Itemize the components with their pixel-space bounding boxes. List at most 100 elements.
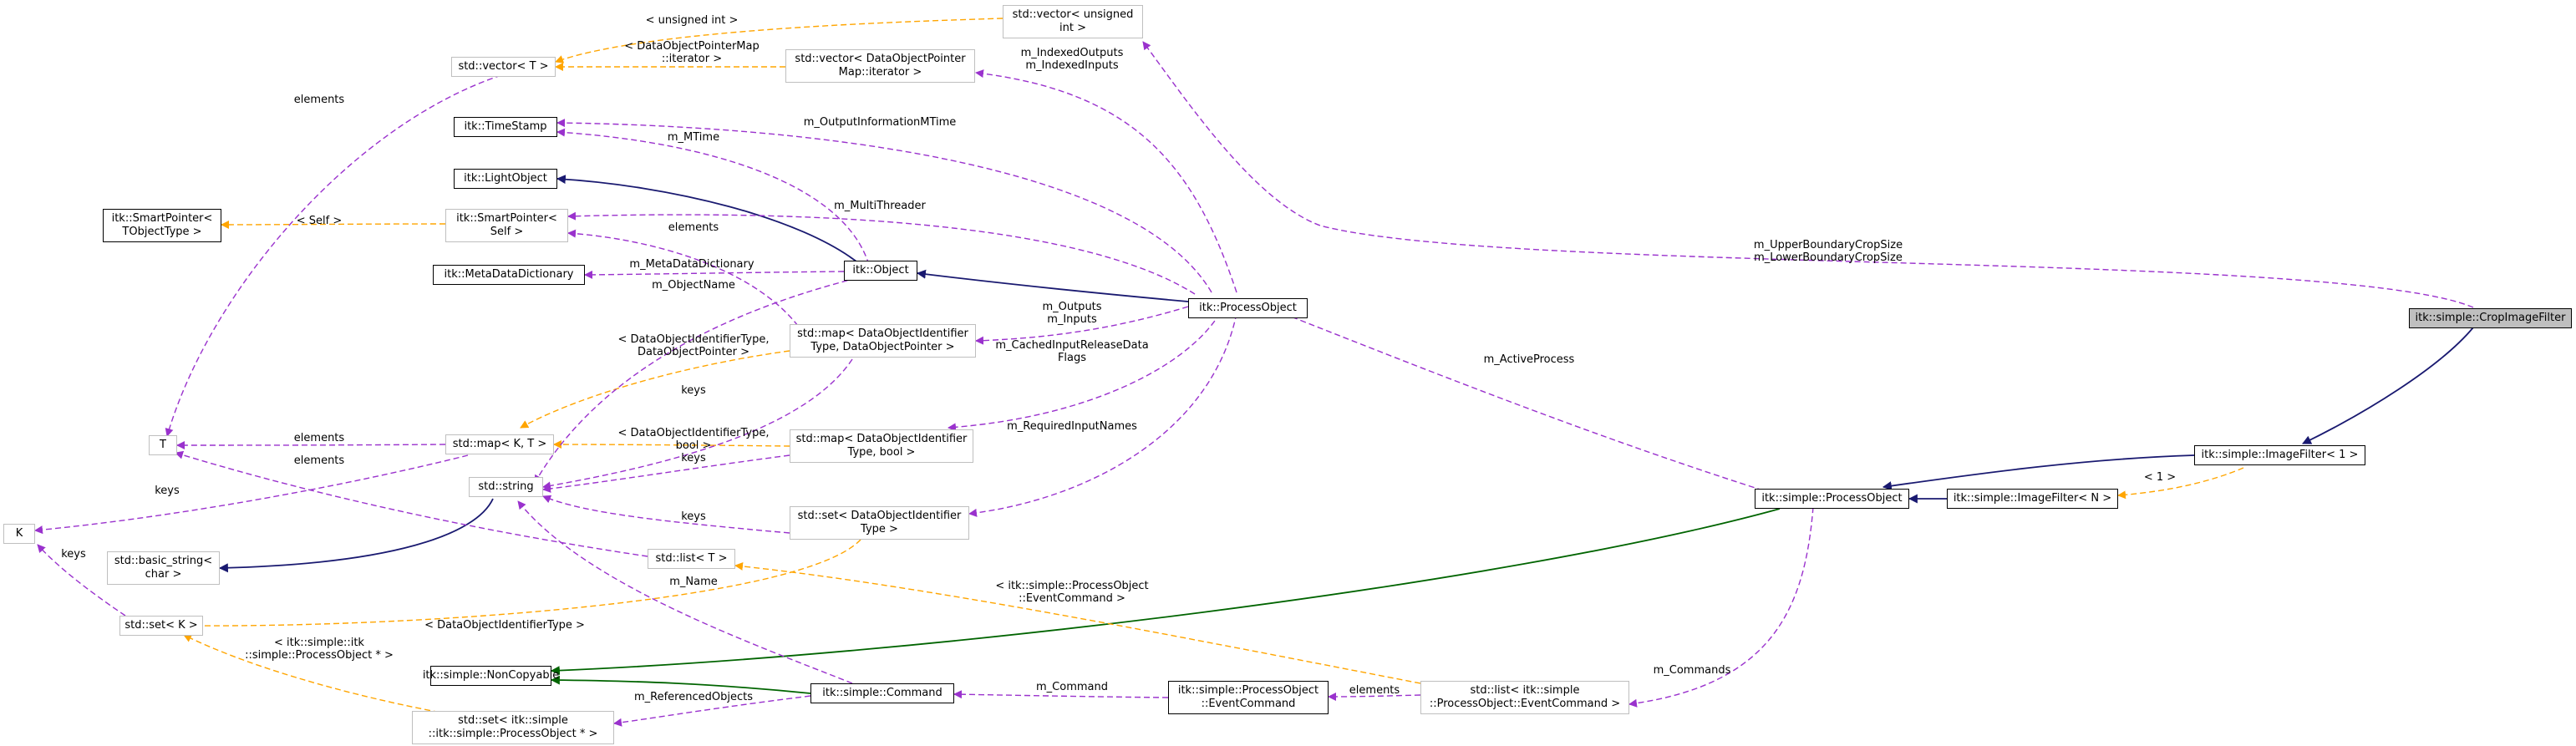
edge-imagefilter1-to-imagefiltern [2117, 467, 2244, 500]
edge-mapdop-to-string [542, 358, 853, 490]
label-keys-mapdop: keys [681, 384, 706, 397]
label-keys-mapbool: keys [681, 452, 706, 464]
label-one: < 1 > [2144, 471, 2176, 484]
label-elements-list: elements [294, 454, 345, 467]
label-elements-smartpointer: elements [668, 221, 719, 234]
edge-command-to-string [517, 500, 853, 684]
label-keys-set: keys [61, 548, 86, 561]
label-objectname: m_ObjectName [652, 279, 735, 292]
label-elements-vector: elements [294, 94, 345, 106]
edge-setdoi-to-setk [190, 539, 861, 631]
node-map-k-t[interactable]: std::map< K, T > [445, 434, 554, 454]
node-simple-processobject[interactable]: itk::simple::ProcessObject [1755, 489, 1909, 509]
edge-eventcommand-to-command [953, 690, 1169, 699]
node-simple-command[interactable]: itk::simple::Command [810, 683, 954, 703]
node-std-string[interactable]: std::string [469, 477, 543, 497]
edge-string-to-basicstring [218, 498, 494, 573]
edge-vectort-to-t [165, 74, 502, 437]
node-imagefilter-1[interactable]: itk::simple::ImageFilter< 1 > [2194, 445, 2365, 465]
node-set-doi[interactable]: std::set< DataObjectIdentifier Type > [790, 506, 969, 540]
label-keys-map: keys [155, 485, 180, 497]
node-lightobject[interactable]: itk::LightObject [454, 169, 557, 189]
edge-imagefilter1-to-simplepo [1882, 454, 2195, 491]
node-basic-string-char[interactable]: std::basic_string< char > [107, 551, 220, 585]
edge-mapbool-to-mapkt [553, 440, 790, 449]
label-elements-map: elements [294, 432, 345, 444]
label-output-mtime: m_OutputInformationMTime [804, 116, 957, 129]
edge-simplepo-to-noncopyable [550, 508, 1781, 676]
label-doi-type: < DataObjectIdentifierType > [424, 619, 585, 632]
edge-vectoruint-to-vectort [555, 18, 1003, 63]
edge-processobject-to-object [916, 269, 1189, 302]
node-imagefilter-n[interactable]: itk::simple::ImageFilter< N > [1947, 489, 2118, 509]
edge-simplepo-to-listec [1628, 506, 1814, 708]
edge-mapkt-to-t [176, 440, 446, 449]
label-mtime: m_MTime [668, 131, 719, 144]
node-cropimagefilter[interactable]: itk::simple::CropImageFilter [2409, 308, 2572, 328]
node-timestamp[interactable]: itk::TimeStamp [454, 117, 557, 137]
edge-processobject-to-vectordop [975, 69, 1237, 293]
node-smartpointer-self[interactable]: itk::SmartPointer< Self > [445, 209, 568, 242]
label-self: < Self > [297, 215, 343, 227]
node-metadatadictionary[interactable]: itk::MetaDataDictionary [433, 265, 585, 285]
node-itk-object[interactable]: itk::Object [844, 261, 917, 281]
edge-mapkt-to-k [34, 454, 469, 535]
node-k[interactable]: K [3, 524, 35, 544]
node-eventcommand[interactable]: itk::simple::ProcessObject ::EventComman… [1168, 681, 1329, 714]
label-metadata: m_MetaDataDictionary [629, 258, 754, 271]
label-po-ptr: < itk::simple::itk::simple::ProcessObjec… [245, 637, 394, 662]
edge-processobject-to-mapdop [975, 306, 1189, 345]
edge-mapbool-to-string [542, 454, 790, 493]
edge-processobject-to-timestamp [556, 119, 1212, 293]
label-po-ec: < itk::simple::ProcessObject::EventComma… [995, 580, 1148, 605]
label-dop-map-iter: < DataObjectPointerMap::iterator > [624, 40, 759, 65]
edge-processobject-to-mapbool [948, 312, 1221, 432]
node-vector-unsigned-int[interactable]: std::vector< unsigned int > [1003, 5, 1143, 38]
label-active: m_ActiveProcess [1484, 353, 1575, 366]
node-list-t[interactable]: std::list< T > [648, 549, 735, 569]
edge-smartself-to-smartt [221, 220, 446, 229]
edge-mapdop-to-smartself [567, 229, 799, 327]
node-map-doi-dataobjectpointer[interactable]: std::map< DataObjectIdentifier Type, Dat… [790, 324, 976, 358]
edge-mapdop-to-mapkt [520, 350, 790, 429]
edge-setdoi-to-string [542, 495, 790, 534]
label-commands: m_Commands [1654, 664, 1731, 677]
edge-command-to-setpo [613, 695, 811, 727]
edge-cropfilter-to-imagefilter1 [2302, 327, 2474, 444]
label-command: m_Command [1036, 681, 1108, 693]
edge-object-to-lightobject [556, 175, 861, 266]
label-name: m_Name [669, 576, 718, 588]
label-elements-ec: elements [1349, 684, 1400, 697]
node-list-eventcommand[interactable]: std::list< itk::simple ::ProcessObject::… [1420, 681, 1629, 714]
edge-setk-to-k [37, 544, 126, 617]
label-referenced: m_ReferencedObjects [634, 691, 753, 703]
edge-object-to-string [534, 277, 857, 484]
node-vector-t[interactable]: std::vector< T > [451, 57, 556, 77]
label-required: m_RequiredInputNames [1007, 420, 1137, 433]
node-t[interactable]: T [149, 435, 177, 455]
label-keys-setdoi: keys [681, 510, 706, 523]
node-smartpointer-tobjecttype[interactable]: itk::SmartPointer< TObjectType > [103, 209, 221, 242]
node-itk-processobject[interactable]: itk::ProcessObject [1188, 298, 1308, 318]
node-vector-dop-iterator[interactable]: std::vector< DataObjectPointer Map::iter… [785, 49, 975, 83]
edge-command-to-noncopyable [550, 675, 811, 694]
edge-processobject-to-smartself [567, 211, 1196, 295]
node-set-k[interactable]: std::set< K > [119, 616, 203, 636]
edge-listec-to-eventcommand [1328, 692, 1421, 701]
edge-listt-to-t [175, 450, 648, 557]
edge-listec-to-listt [734, 561, 1421, 684]
edge-object-to-timestamp [556, 128, 870, 266]
label-doi-bool: < DataObjectIdentifierType,bool > [618, 427, 770, 452]
edge-processobject-to-setdoi [968, 312, 1237, 517]
node-map-doi-bool[interactable]: std::map< DataObjectIdentifier Type, boo… [790, 429, 973, 463]
edge-cropfilter-to-vectoruint [1142, 41, 2474, 308]
node-simple-noncopyable[interactable]: itk::simple::NonCopyable [423, 666, 559, 686]
edge-object-to-metadata [584, 270, 845, 279]
node-set-processobject-ptr[interactable]: std::set< itk::simple ::itk::simple::Pro… [412, 711, 614, 744]
label-multithreader: m_MultiThreader [834, 200, 926, 212]
label-unsigned-int: < unsigned int > [646, 14, 739, 27]
